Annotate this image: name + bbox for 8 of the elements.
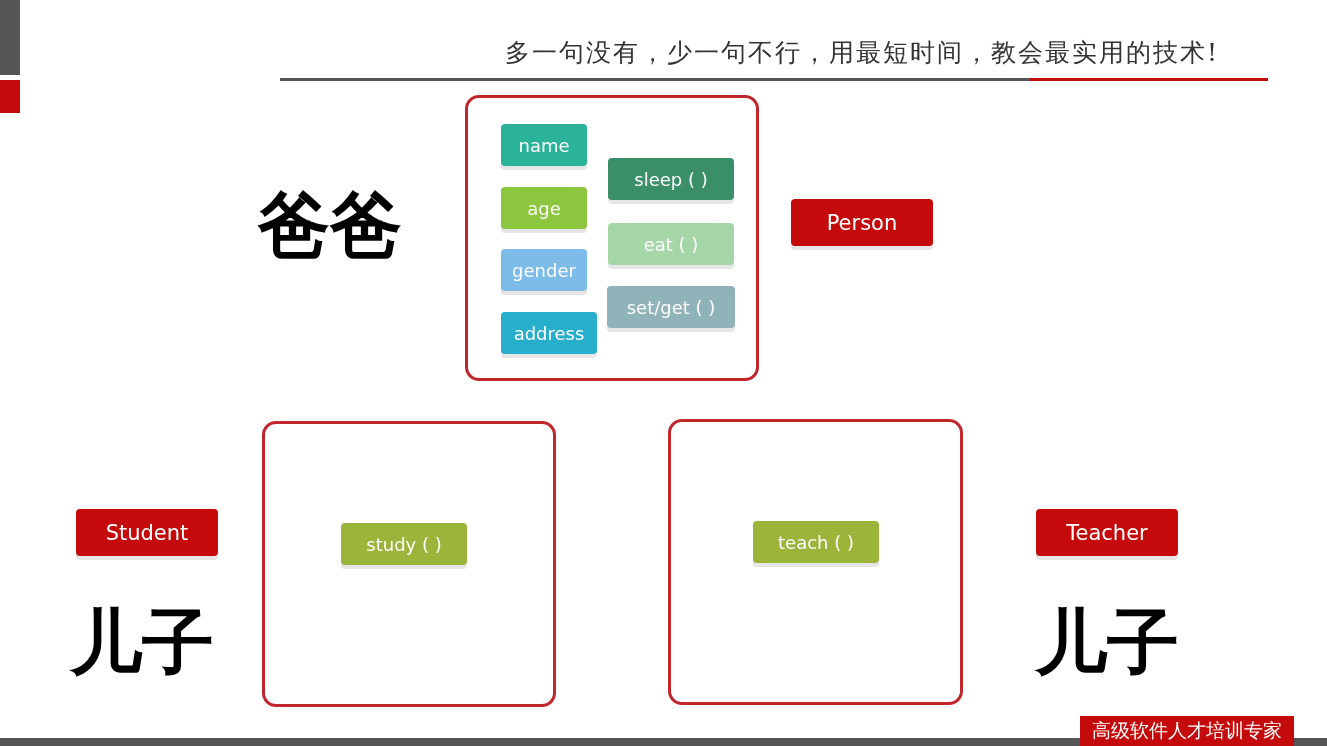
slogan-text: 多一句没有，少一句不行，用最短时间，教会最实用的技术! (505, 37, 1220, 69)
class-frame (465, 95, 759, 381)
class-frame (668, 419, 963, 705)
class-frame (262, 421, 556, 707)
big-caption: 爸爸 (258, 182, 402, 269)
footer-banner: 高级软件人才培训专家 (1080, 716, 1294, 746)
big-caption: 儿子 (1035, 599, 1179, 686)
big-caption: 儿子 (70, 599, 214, 686)
